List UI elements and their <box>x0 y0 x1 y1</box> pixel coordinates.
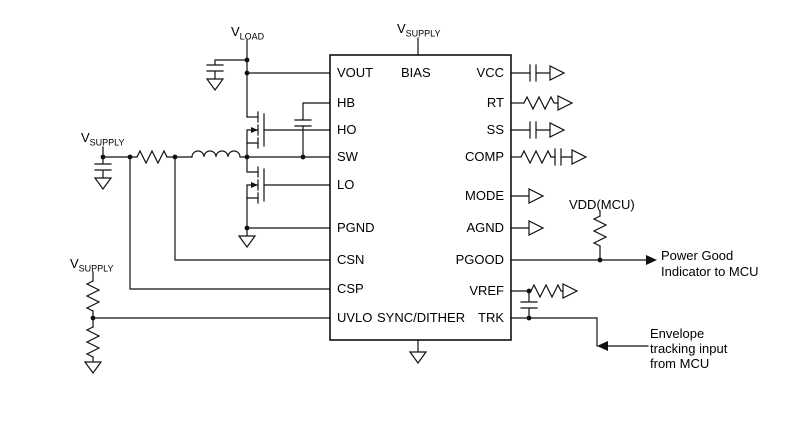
pin-label-uvlo: UVLO <box>337 310 373 325</box>
pgood-pullup-resistor <box>592 210 608 261</box>
pin-label-rt: RT <box>486 95 504 110</box>
pin-label-sw: SW <box>337 149 358 164</box>
ground-symbol-power <box>237 235 257 249</box>
pin-label-mode: MODE <box>465 188 504 203</box>
pin-label-pgood: PGOOD <box>455 252 504 267</box>
vload-wire <box>214 39 248 118</box>
input-supply-wire <box>102 146 138 158</box>
pin-label-csn: CSN <box>337 252 365 267</box>
net-label-vsupply-top-sub: SUPPLY <box>405 28 441 39</box>
pin-label-ho: HO <box>337 122 357 137</box>
rt-resistor <box>523 95 559 111</box>
net-label-vsupply-uvlo: VSUPPLY <box>70 256 114 274</box>
pin-label-agnd: AGND <box>466 220 504 235</box>
ground-symbol-input <box>93 177 113 191</box>
pgnd-wire <box>246 227 331 237</box>
ss-capacitor <box>529 121 551 139</box>
offpage-triangle-agnd <box>528 220 545 236</box>
high-side-mosfet <box>246 111 331 158</box>
inductor <box>191 150 248 158</box>
net-label-vload-main: V <box>231 24 240 39</box>
pin-label-lo: LO <box>337 177 355 192</box>
net-label-vsupply-uvlo-sub: SUPPLY <box>78 263 114 274</box>
bootstrap-capacitor <box>294 102 331 158</box>
pin-label-pgnd: PGND <box>337 220 375 235</box>
ground-symbol-uvlo <box>83 361 103 375</box>
offpage-triangle-vref <box>562 283 579 299</box>
offpage-triangle-comp <box>571 149 588 165</box>
offpage-triangle-ss <box>549 122 566 138</box>
net-label-vsupply-uvlo-main: V <box>70 256 79 271</box>
trk-annotation-line1: Envelope <box>650 326 705 341</box>
net-label-vdd-mcu: VDD(MCU) <box>569 197 635 212</box>
vref-resistor <box>530 283 564 299</box>
net-label-vsupply-input-main: V <box>81 130 90 145</box>
offpage-triangle-vcc <box>549 65 566 81</box>
comp-capacitor <box>550 148 573 166</box>
offpage-triangle-rt <box>557 95 574 111</box>
junction-dots <box>90 57 603 321</box>
pin-label-trk: TRK <box>478 310 504 325</box>
input-capacitor <box>94 156 112 179</box>
csp-wire <box>129 156 331 290</box>
net-label-vsupply-input: VSUPPLY <box>81 130 125 148</box>
pgood-annotation-line2: Indicator to MCU <box>661 264 759 279</box>
low-side-mosfet <box>246 156 331 229</box>
net-label-vsupply-top-main: V <box>397 21 406 36</box>
net-label-vsupply-top: VSUPPLY <box>397 21 441 39</box>
pin-label-comp: COMP <box>465 149 504 164</box>
ic-body <box>329 54 512 341</box>
pin-label-sync-dither: SYNC/DITHER <box>377 310 466 325</box>
vref-capacitor <box>520 290 538 319</box>
pgood-arrowhead <box>646 255 657 265</box>
comp-resistor <box>520 149 552 165</box>
pin-label-vout: VOUT <box>337 65 374 80</box>
uvlo-divider-bottom-resistor <box>85 326 101 363</box>
trk-annotation-line3: from MCU <box>650 356 710 371</box>
pin-label-ss: SS <box>486 122 504 137</box>
trk-wire <box>510 317 598 347</box>
net-label-vsupply-input-sub: SUPPLY <box>89 137 125 148</box>
csn-wire <box>174 156 331 261</box>
trk-annotation-line2: tracking input <box>650 341 728 356</box>
pin-label-csp: CSP <box>337 281 364 296</box>
output-capacitor <box>206 64 224 80</box>
pin-label-vref: VREF <box>469 283 504 298</box>
pgood-annotation-line1: Power Good <box>661 248 734 263</box>
pin-label-bias: BIAS <box>401 65 431 80</box>
current-sense-resistor <box>136 149 168 165</box>
offpage-triangle-mode <box>528 188 545 204</box>
ground-symbol-output <box>205 78 225 92</box>
trk-arrowhead <box>597 341 608 351</box>
ground-symbol-chip <box>408 351 428 365</box>
pin-label-vcc: VCC <box>476 65 504 80</box>
pin-label-hb: HB <box>337 95 356 110</box>
net-label-vload: VLOAD <box>231 24 265 42</box>
net-label-vload-sub: LOAD <box>239 31 265 42</box>
vcc-capacitor <box>529 64 551 82</box>
